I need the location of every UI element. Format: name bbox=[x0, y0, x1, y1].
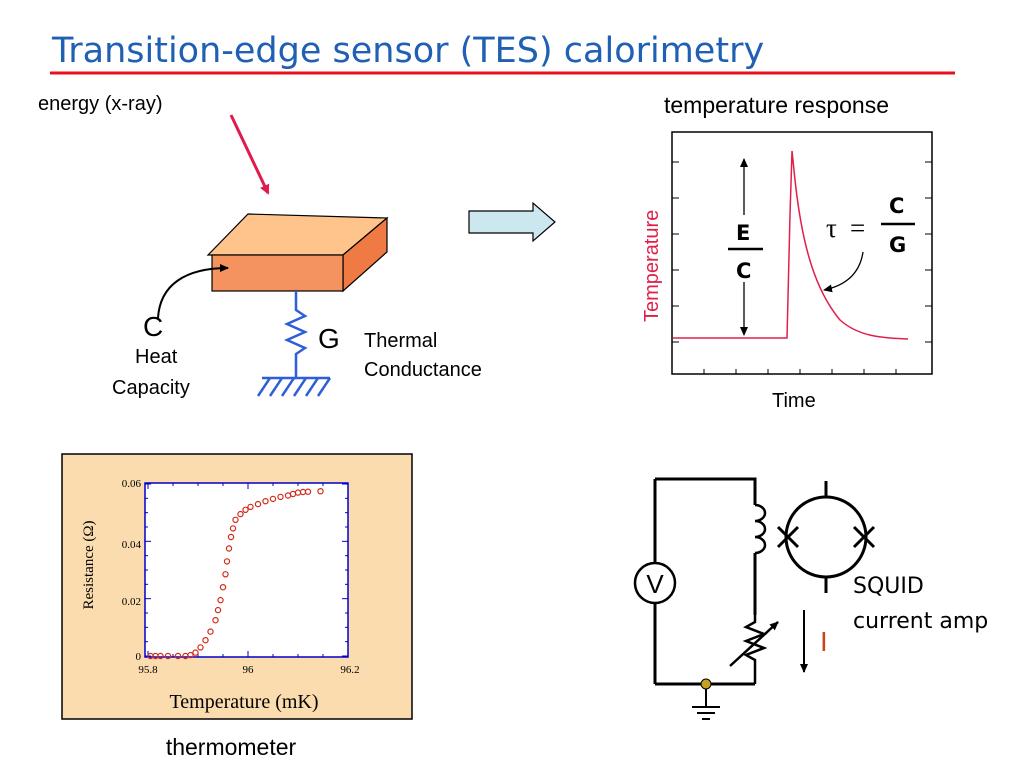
data-point bbox=[217, 596, 224, 604]
variable-resistor-arrow bbox=[729, 621, 779, 667]
response-xlabel: Time bbox=[772, 390, 816, 412]
ground-node bbox=[700, 678, 712, 690]
response-heading: temperature response bbox=[664, 92, 889, 118]
data-point bbox=[229, 525, 237, 532]
thermometer-caption: thermometer bbox=[166, 734, 297, 760]
tau-symbol: τ bbox=[826, 213, 837, 243]
circuit-top-wire bbox=[655, 477, 757, 505]
data-point bbox=[237, 510, 244, 518]
tau-equals: = bbox=[850, 213, 865, 243]
y-tick-label: 0 bbox=[136, 651, 142, 663]
capacity-label: Capacity bbox=[112, 377, 190, 399]
thermal-label: Thermal bbox=[364, 330, 437, 352]
data-point bbox=[269, 495, 277, 503]
data-point bbox=[174, 652, 182, 660]
data-point bbox=[242, 506, 249, 513]
squid-label: SQUID bbox=[853, 574, 924, 599]
data-point bbox=[317, 488, 324, 495]
y-tick-label: 0.02 bbox=[122, 596, 141, 608]
g-symbol: G bbox=[318, 323, 340, 354]
heat-capacity-arrow bbox=[157, 264, 229, 319]
y-tick-label: 0.06 bbox=[122, 478, 142, 490]
chart-ylabel: Resistance (Ω) bbox=[81, 520, 97, 609]
xray-arrow bbox=[229, 114, 270, 195]
data-point bbox=[262, 498, 269, 505]
response-ylabel: Temperature bbox=[641, 210, 663, 322]
voltmeter-icon bbox=[633, 561, 677, 605]
absorber-diagram: energy (x-ray) C Heat Capacity G Thermal… bbox=[38, 93, 482, 399]
data-point bbox=[212, 617, 219, 624]
y-tick-label: 0.04 bbox=[122, 539, 142, 551]
data-point bbox=[254, 500, 262, 508]
x-tick-label: 96.2 bbox=[340, 664, 359, 676]
pulse-curve bbox=[673, 150, 909, 340]
data-point bbox=[232, 516, 239, 524]
chart-plot-area bbox=[144, 482, 349, 658]
tau-denominator: G bbox=[889, 233, 906, 257]
c-symbol: C bbox=[143, 311, 163, 342]
data-point bbox=[227, 533, 235, 541]
slide-title: Transition-edge sensor (TES) calorimetry bbox=[51, 31, 764, 71]
chart-xlabel: Temperature (mK) bbox=[169, 691, 318, 713]
tau-arrow bbox=[823, 251, 864, 293]
tes-circuit: V SQUID current amp I bbox=[633, 477, 988, 720]
data-point bbox=[192, 649, 199, 656]
data-point bbox=[207, 628, 214, 635]
right-arrow-icon bbox=[468, 201, 556, 243]
input-coil-icon bbox=[754, 503, 767, 555]
data-point bbox=[164, 652, 172, 660]
chart-tick-marks bbox=[145, 483, 349, 657]
data-point bbox=[225, 545, 233, 552]
tau-numerator: C bbox=[889, 194, 904, 218]
data-point bbox=[223, 558, 231, 565]
x-tick-label: 95.8 bbox=[138, 664, 158, 676]
data-point bbox=[157, 652, 164, 660]
x-tick-label: 96 bbox=[243, 664, 255, 676]
current-amp-label: current amp bbox=[853, 609, 988, 634]
data-point bbox=[277, 493, 284, 501]
data-point bbox=[214, 606, 222, 614]
pulse-height-numerator: E bbox=[736, 221, 750, 245]
tes-resistor-icon bbox=[742, 615, 768, 684]
pulse-height-denominator: C bbox=[736, 259, 751, 283]
conductance-label: Conductance bbox=[364, 359, 482, 381]
voltmeter-label: V bbox=[646, 569, 664, 599]
ground-hatch bbox=[256, 377, 332, 397]
response-plot-ticks bbox=[672, 161, 932, 374]
current-label: I bbox=[820, 628, 828, 658]
data-point bbox=[187, 651, 194, 659]
heat-label: Heat bbox=[135, 346, 178, 368]
absorber-block bbox=[211, 254, 344, 292]
data-point bbox=[219, 584, 227, 591]
data-point bbox=[202, 637, 209, 644]
josephson-junction-icon bbox=[852, 525, 876, 549]
squid-loop-icon bbox=[784, 495, 868, 579]
temperature-response: temperature response Temperature Time E … bbox=[641, 92, 933, 412]
data-point bbox=[247, 503, 254, 511]
josephson-junction-icon bbox=[776, 525, 800, 549]
data-point bbox=[304, 488, 312, 495]
energy-label: energy (x-ray) bbox=[38, 93, 162, 115]
data-point bbox=[222, 571, 229, 578]
thermal-link-spring bbox=[283, 291, 309, 378]
response-plot-frame bbox=[671, 131, 933, 375]
chart-data-points bbox=[147, 488, 324, 660]
data-point bbox=[197, 644, 204, 651]
thermometer-chart: 0.06 0.04 0.02 0 95.8 96 96.2 Resistance… bbox=[61, 453, 413, 720]
